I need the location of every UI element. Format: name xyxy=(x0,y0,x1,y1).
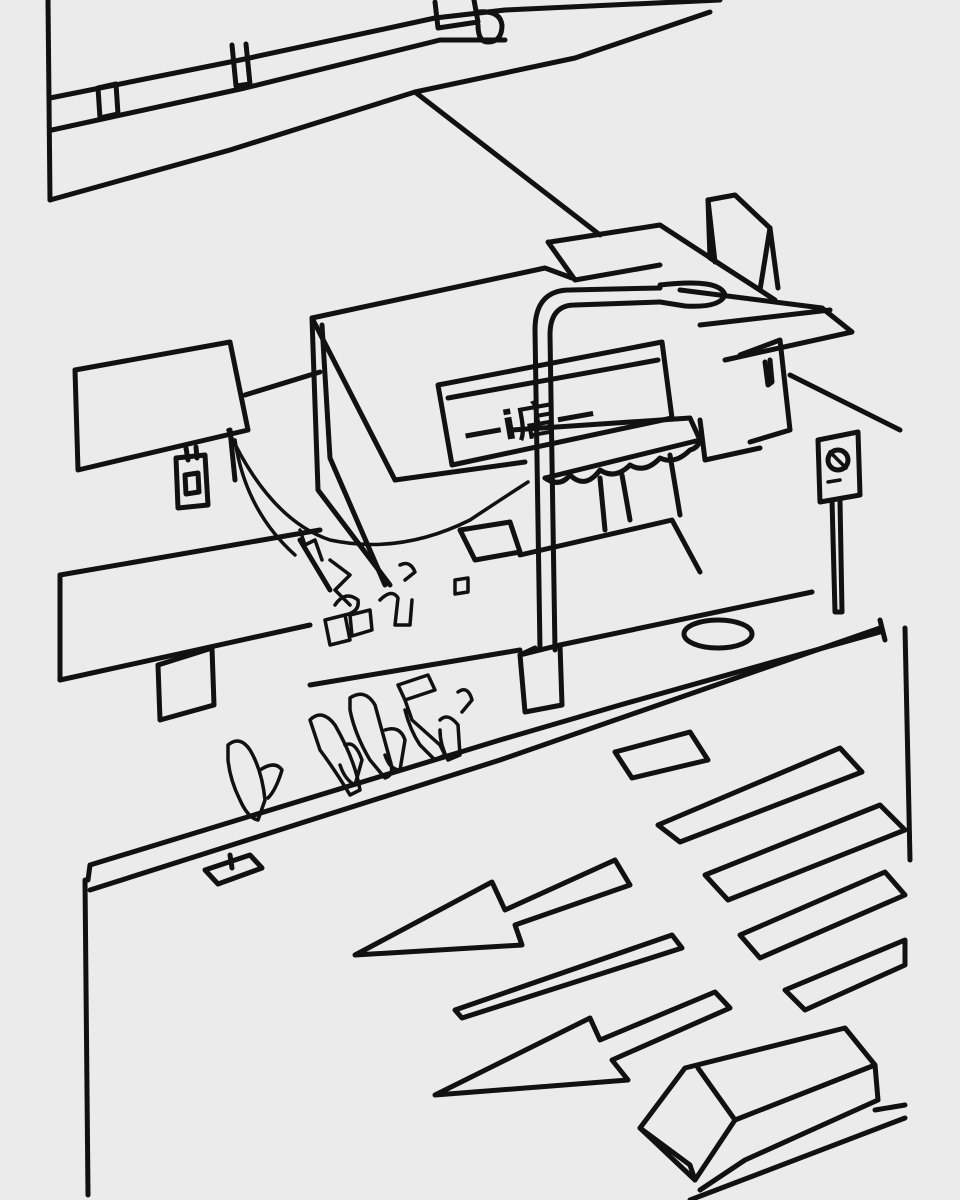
street-lamp xyxy=(517,280,728,715)
pedestrians xyxy=(226,673,474,822)
road-block xyxy=(637,1025,908,1200)
middle-building xyxy=(242,265,575,593)
road-arrows xyxy=(352,857,733,1098)
back-building xyxy=(545,192,903,445)
potted-plants xyxy=(298,528,470,647)
crosswalk xyxy=(612,625,913,1113)
signpost xyxy=(815,429,863,615)
power-lines xyxy=(226,428,530,557)
sidewalk xyxy=(82,589,888,1198)
overhead-pipe xyxy=(45,0,723,238)
